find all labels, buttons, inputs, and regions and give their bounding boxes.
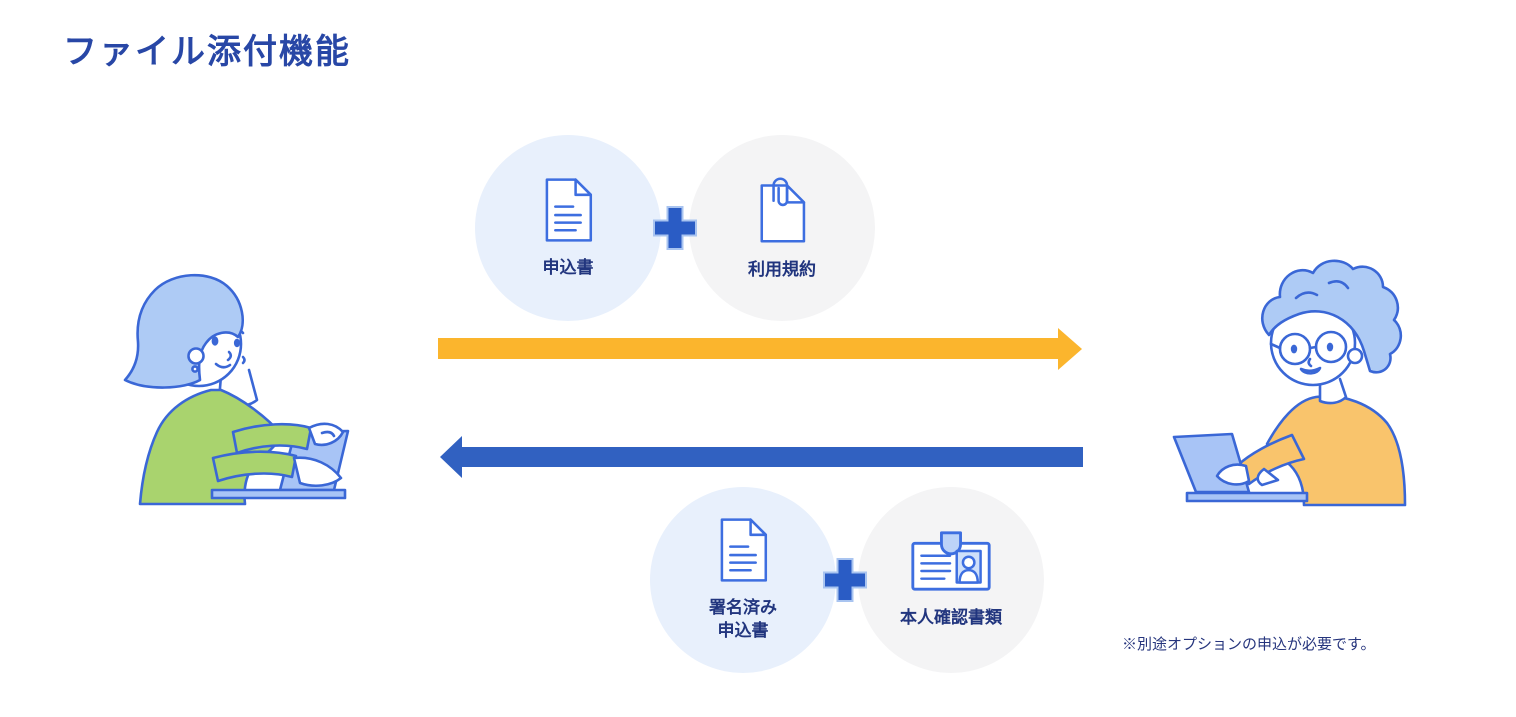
page-title: ファイル添付機能 bbox=[63, 33, 351, 71]
option-required-footnote: ※別途オプションの申込が必要です。 bbox=[1122, 636, 1376, 653]
send-arrow-right-icon bbox=[438, 328, 1082, 370]
returned-item-signed-form-circle: 署名済み 申込書 bbox=[650, 487, 836, 673]
returned-item-label: 署名済み 申込書 bbox=[709, 598, 777, 640]
woman-typing-on-laptop-illustration bbox=[95, 258, 360, 506]
sent-item-label: 利用規約 bbox=[748, 259, 816, 279]
return-arrow-left-icon bbox=[440, 436, 1083, 478]
plus-icon bbox=[651, 204, 699, 252]
document-paperclip-icon bbox=[760, 177, 806, 243]
id-card-icon bbox=[911, 531, 991, 591]
document-lines-icon bbox=[545, 177, 593, 242]
returned-item-label: 本人確認書類 bbox=[900, 608, 1002, 628]
man-typing-on-laptop-illustration bbox=[1168, 253, 1413, 508]
document-lines-icon bbox=[720, 518, 768, 582]
sent-item-application-form-circle: 申込書 bbox=[475, 135, 661, 321]
returned-item-id-docs-circle: 本人確認書類 bbox=[858, 487, 1044, 673]
sent-item-label: 申込書 bbox=[542, 257, 594, 277]
plus-icon bbox=[821, 556, 869, 604]
sent-item-terms-circle: 利用規約 bbox=[689, 135, 875, 321]
